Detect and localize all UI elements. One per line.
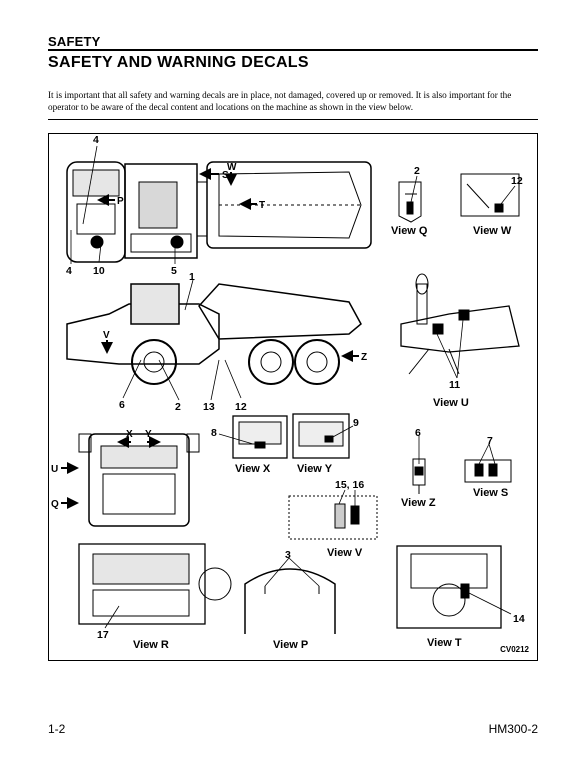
view-label-t: View T	[427, 637, 462, 649]
view-label-x: View X	[235, 463, 271, 475]
view-p-drawing	[244, 568, 336, 634]
callout-8: 8	[211, 427, 217, 439]
view-label-s: View S	[473, 487, 508, 499]
callout-9: 9	[353, 417, 359, 429]
callout-15-16: 15, 16	[335, 479, 364, 491]
arrow-label-s: S	[222, 170, 229, 181]
direction-arrows	[61, 168, 359, 509]
view-w-drawing	[460, 173, 520, 217]
header-rule	[48, 49, 538, 51]
view-s-drawing	[464, 459, 512, 483]
callout-3: 3	[285, 549, 291, 561]
view-label-p: View P	[273, 639, 308, 651]
callout-12-view-w: 12	[511, 175, 523, 187]
intro-paragraph: It is important that all safety and warn…	[48, 90, 512, 112]
page-number: 1-2	[48, 722, 66, 736]
view-label-y: View Y	[297, 463, 333, 475]
callout-5: 5	[171, 265, 177, 277]
leader-lines	[70, 145, 516, 629]
callout-10: 10	[93, 265, 105, 277]
view-u-drawing	[400, 273, 520, 375]
view-r-drawing	[78, 543, 232, 625]
arrow-label-q: Q	[51, 499, 59, 510]
callout-4-bottom: 4	[66, 265, 72, 277]
intro-rule	[48, 119, 538, 120]
view-label-v: View V	[327, 547, 363, 559]
top-view-dump-body	[206, 161, 372, 249]
view-q-drawing	[398, 181, 422, 223]
callout-13: 13	[203, 401, 215, 413]
arrow-label-x: X	[126, 429, 133, 440]
rear-view-drawing	[78, 433, 200, 527]
view-label-r: View R	[133, 639, 169, 651]
callout-14: 14	[513, 613, 525, 625]
page-title: SAFETY AND WARNING DECALS	[48, 54, 309, 71]
section-label: SAFETY	[48, 34, 101, 49]
view-t-drawing	[396, 545, 502, 629]
arrow-label-u: U	[51, 464, 58, 475]
decal-diagram: S W P T V Z X Y U Q 4 4 10 5 1 6 2 13 12…	[51, 134, 525, 651]
callout-11: 11	[449, 379, 460, 391]
callout-2-view-q: 2	[414, 165, 420, 177]
arrow-label-w: W	[227, 162, 237, 173]
side-view-truck	[66, 283, 362, 385]
top-view-tractor	[66, 161, 208, 263]
view-v-drawing	[288, 495, 378, 540]
view-x-drawing	[232, 415, 288, 459]
arrow-label-z: Z	[361, 352, 367, 363]
view-y-drawing	[292, 413, 350, 459]
callout-4-top: 4	[93, 134, 99, 146]
view-label-z: View Z	[401, 497, 436, 509]
callout-6-view-z: 6	[415, 427, 421, 439]
view-z-drawing	[412, 458, 426, 494]
view-label-q: View Q	[391, 225, 428, 237]
arrow-label-y: Y	[145, 429, 152, 440]
callout-1: 1	[189, 271, 195, 283]
decal-location-figure: S W P T V Z X Y U Q 4 4 10 5 1 6 2 13 12…	[48, 133, 538, 661]
callout-7: 7	[487, 435, 493, 447]
callout-2: 2	[175, 401, 181, 413]
arrow-label-p: P	[117, 196, 124, 207]
arrow-label-t: T	[259, 200, 265, 211]
callout-6: 6	[119, 399, 125, 411]
model-number: HM300-2	[488, 722, 538, 736]
arrow-label-v: V	[103, 330, 110, 341]
callout-12: 12	[235, 401, 247, 413]
view-label-w: View W	[473, 225, 512, 237]
callout-17: 17	[97, 629, 109, 641]
figure-code: CV0212	[500, 645, 529, 654]
view-label-u: View U	[433, 397, 469, 409]
